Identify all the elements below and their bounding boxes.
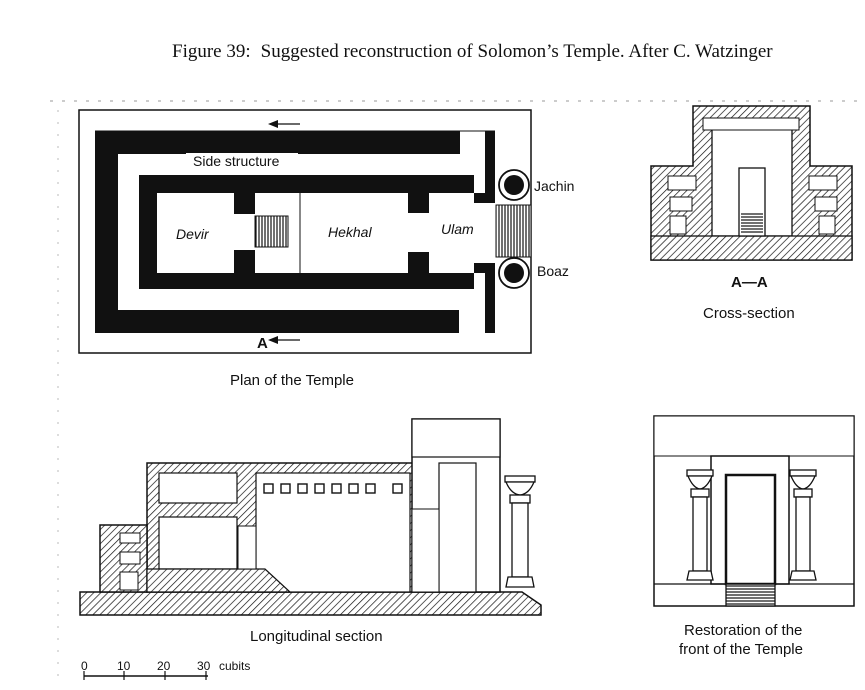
side-structure-label: Side structure: [193, 153, 280, 169]
figure-caption: Figure 39: Suggested reconstruction of So…: [172, 38, 792, 65]
scale-unit: cubits: [219, 659, 250, 673]
ground-platform: [79, 591, 542, 616]
ulam-label: Ulam: [441, 221, 474, 237]
side-cells-top: [121, 155, 467, 171]
boaz-front-pillar: [789, 469, 817, 581]
scale-tick-20: 20: [157, 659, 171, 673]
scale-bar: 0 10 20 30 cubits: [81, 659, 250, 680]
plan-title: Plan of the Temple: [230, 372, 354, 389]
scale-tick-10: 10: [117, 659, 131, 673]
window-row: [263, 483, 403, 494]
side-cells-left: [121, 177, 135, 305]
jachin-label: Jachin: [534, 178, 574, 194]
porch-stairs: [495, 204, 532, 258]
cross-section: A—A Cross-section: [650, 105, 853, 322]
temple-front: Restoration of the front of the Temple: [653, 415, 855, 658]
longitudinal-pillar: [504, 475, 536, 588]
boaz-label: Boaz: [537, 263, 569, 279]
side-cells-bottom: [137, 295, 463, 309]
figure-caption-text: Suggested reconstruction of Solomon’s Te…: [260, 41, 773, 62]
jachin-front-pillar: [686, 469, 714, 581]
cross-section-title: Cross-section: [703, 305, 795, 322]
longitudinal-title: Longitudinal section: [250, 628, 383, 645]
cross-section-marker: A—A: [731, 274, 768, 291]
front-stairs: [725, 583, 776, 607]
scale-tick-30: 30: [197, 659, 211, 673]
section-marker-label: A: [257, 335, 268, 352]
longitudinal-section: Longitudinal section: [79, 418, 542, 645]
devir-label: Devir: [176, 226, 210, 242]
front-title-line2: front of the Temple: [679, 641, 803, 658]
devir-stairs: [254, 215, 289, 248]
plan-of-temple: Side structure Devir Hekhal Ulam Jachin …: [78, 109, 574, 389]
scale-tick-0: 0: [81, 659, 88, 673]
hekhal-label: Hekhal: [328, 224, 372, 240]
figure-number: Figure 39:: [172, 41, 251, 62]
front-title-line1: Restoration of the: [684, 622, 802, 639]
